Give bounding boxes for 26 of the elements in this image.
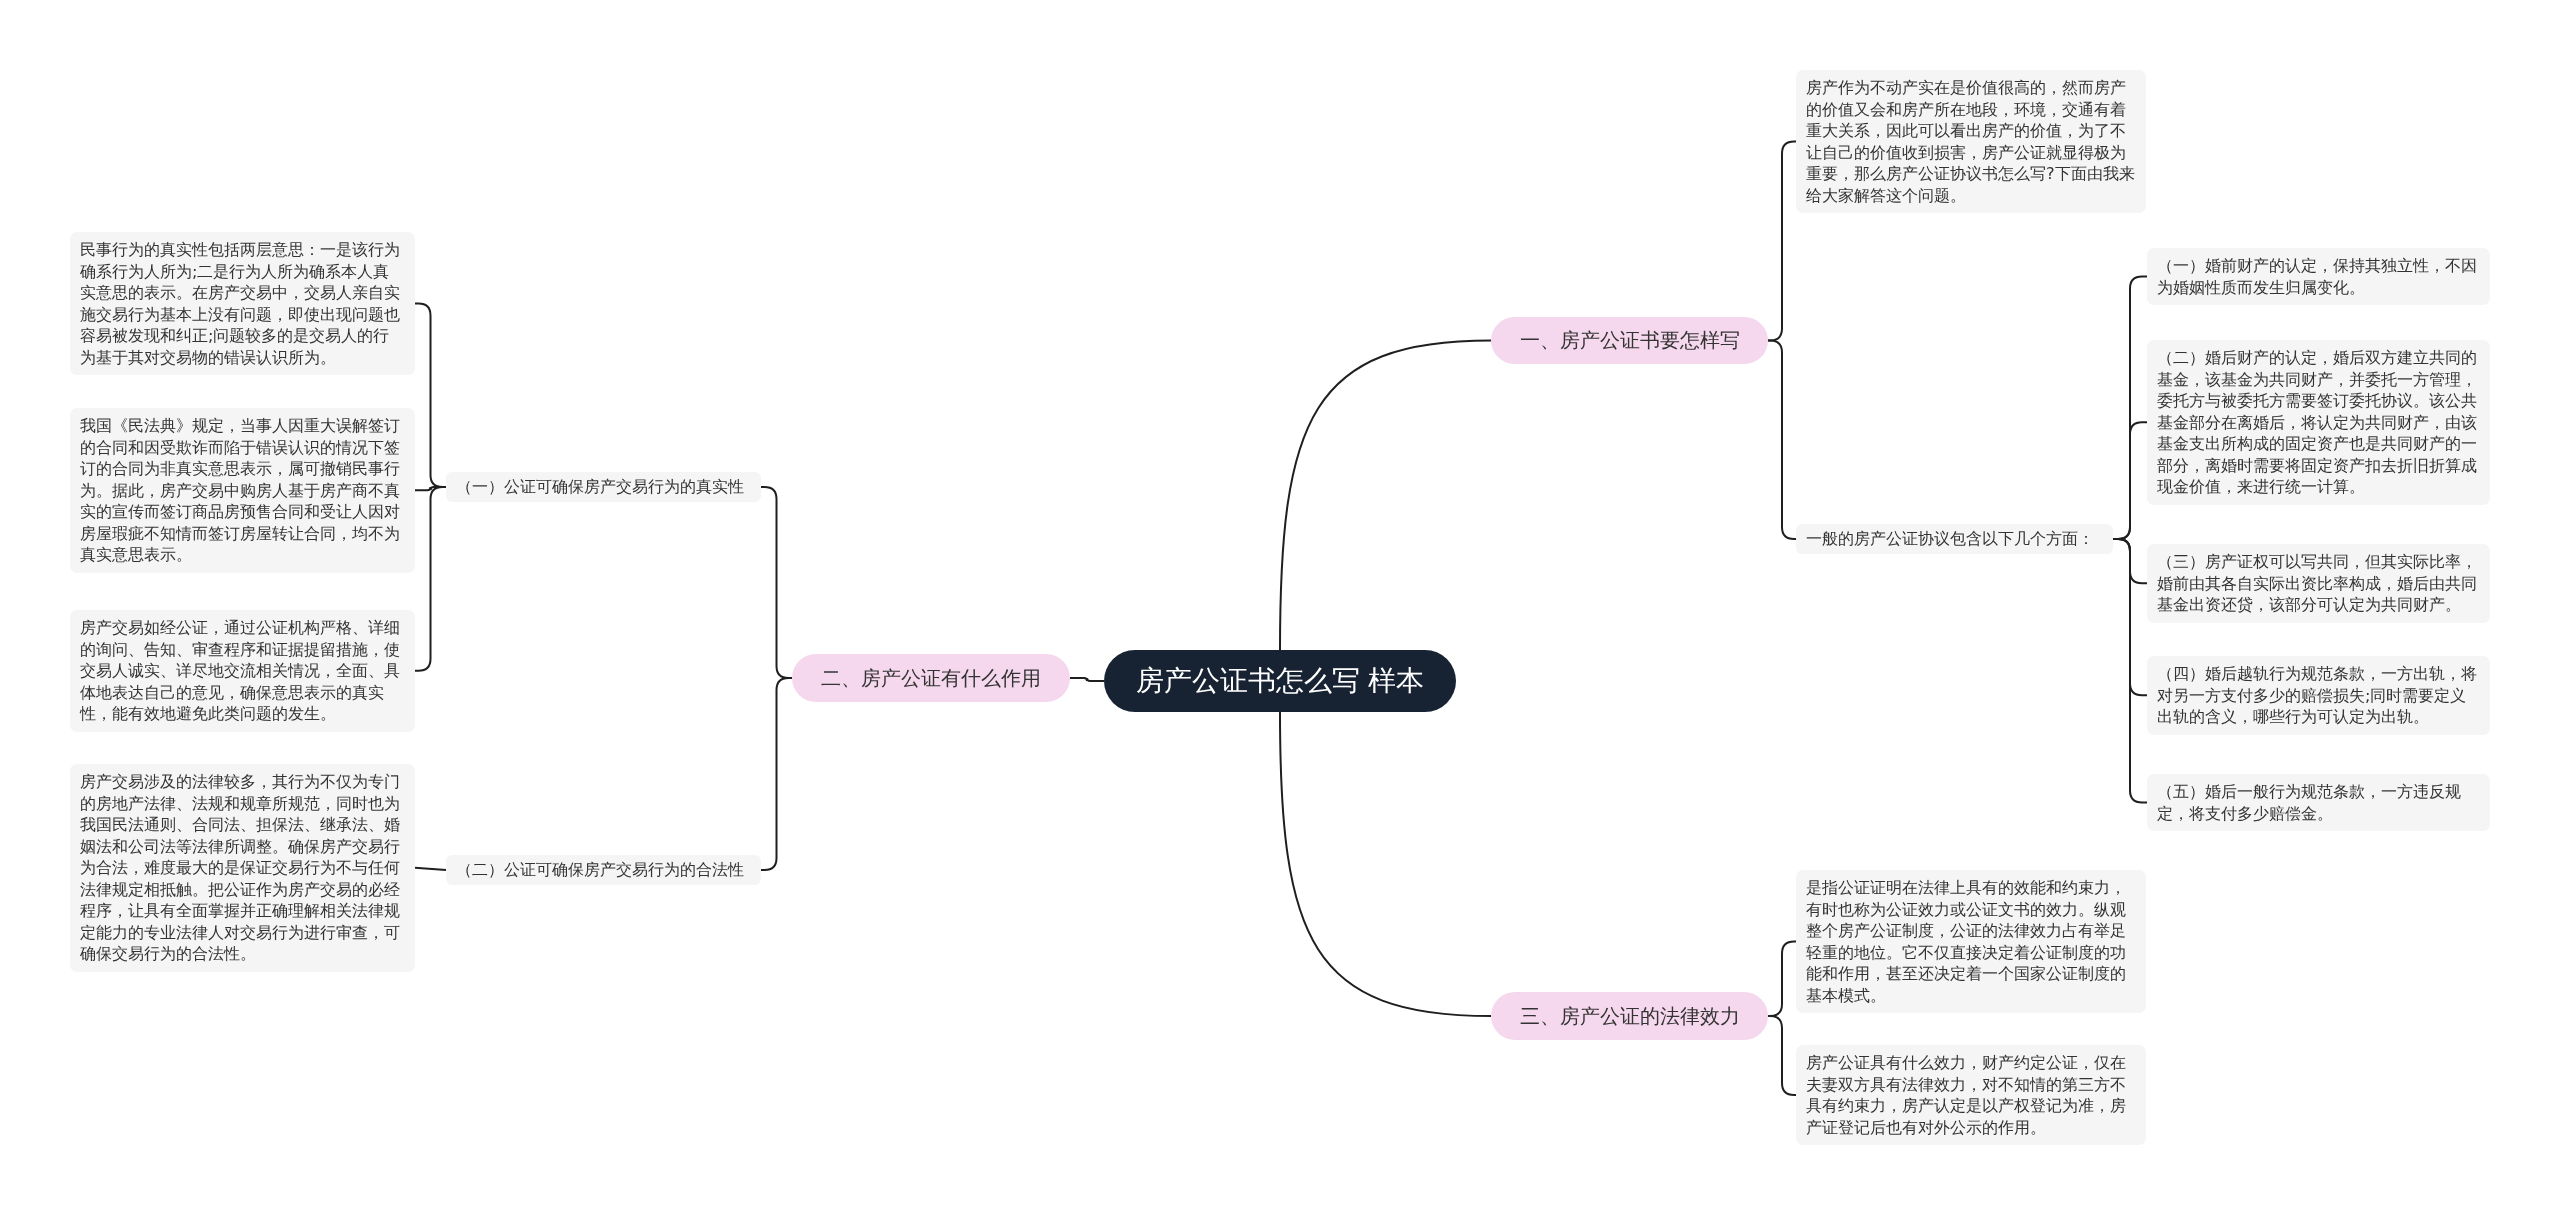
text-card: 我国《民法典》规定，当事人因重大误解签订的合同和因受欺诈而陷于错误认识的情况下签订的合同为非真实意思表示，属可撤销民事行为。据此，房产交易中购房人基于房产商不真实的宣传而签订商品房预售合同和受让人因对房屋瑕疵不知情而签订房屋转让合同，均不为真实意思表示。	[70, 408, 415, 573]
text-card: 房产公证具有什么效力，财产约定公证，仅在夫妻双方具有法律效力，对不知情的第三方不具有约束力，房产认定是以产权登记为准，房产证登记后也有对外公示的作用。	[1796, 1045, 2146, 1145]
branch-topic: 三、房产公证的法律效力	[1491, 992, 1768, 1040]
subtopic-label: 一般的房产公证协议包含以下几个方面：	[1796, 524, 2113, 554]
text-card: （四）婚后越轨行为规范条款，一方出轨，将对另一方支付多少的赔偿损失;同时需要定义出轨的含义，哪些行为可认定为出轨。	[2147, 656, 2490, 735]
text-card: 房产作为不动产实在是价值很高的，然而房产的价值又会和房产所在地段，环境，交通有着重大关系，因此可以看出房产的价值，为了不让自己的价值收到损害，房产公证就显得极为重要，那么房产公证协议书怎么写?下面由我来给大家解答这个问题。	[1796, 70, 2146, 213]
text-card: 是指公证证明在法律上具有的效能和约束力，有时也称为公证效力或公证文书的效力。纵观整个房产公证制度，公证的法律效力占有举足轻重的地位。它不仅直接决定着公证制度的功能和作用，甚至还决定着一个国家公证制度的基本模式。	[1796, 870, 2146, 1013]
text-card: 房产交易涉及的法律较多，其行为不仅为专门的房地产法律、法规和规章所规范，同时也为我国民法通则、合同法、担保法、继承法、婚姻法和公司法等法律所调整。确保房产交易行为合法，难度最大的是保证交易行为不与任何法律规定相抵触。把公证作为房产交易的必经程序，让具有全面掌握并正确理解相关法律规定能力的专业法律人对交易行为进行审查，可确保交易行为的合法性。	[70, 764, 415, 972]
connector-line	[414, 866, 447, 871]
connector-line	[1279, 711, 1492, 1017]
connector-line	[1767, 339, 1797, 540]
text-card: （三）房产证权可以写共同，但其实际比率，婚前由其各自实际出资比率构成，婚后由共同基金出资还贷，该部分可认定为共同财产。	[2147, 544, 2490, 623]
text-card: （二）婚后财产的认定，婚后双方建立共同的基金，该基金为共同财产，并委托一方管理，委托方与被委托方需要签订委托协议。该公共基金部分在离婚后，将认定为共同财产，由该基金支出所构成的固定资产也是共同财产的一部分，离婚时需要将固定资产扣去折旧折算成现金价值，来进行统一计算。	[2147, 340, 2490, 505]
branch-topic: 二、房产公证有什么作用	[792, 654, 1070, 702]
connector-line	[1069, 677, 1105, 682]
connector-line	[1279, 339, 1492, 651]
text-card: （一）婚前财产的认定，保持其独立性，不因为婚姻性质而发生归属变化。	[2147, 248, 2490, 305]
root-topic: 房产公证书怎么写 样本	[1104, 650, 1456, 712]
text-card: 房产交易如经公证，通过公证机构严格、详细的询问、告知、审查程序和证据提留措施，使交易人诚实、详尽地交流相关情况，全面、具体地表达自己的意见，确保意思表示的真实性，能有效地避免此类问题的发生。	[70, 610, 415, 732]
branch-topic: 一、房产公证书要怎样写	[1491, 317, 1768, 364]
connector-line	[1767, 140, 1797, 342]
text-card: 民事行为的真实性包括两层意思：一是该行为确系行为人所为;二是行为人所为确系本人真实意思的表示。在房产交易中，交易人亲自实施交易行为基本上没有问题，即使出现问题也容易被发现和纠正;问题较多的是交易人的行为基于其对交易物的错误认识所为。	[70, 232, 415, 375]
subtopic-label: （一）公证可确保房产交易行为的真实性	[446, 472, 761, 502]
subtopic-label: （二）公证可确保房产交易行为的合法性	[446, 855, 761, 885]
text-card: （五）婚后一般行为规范条款，一方违反规定，将支付多少赔偿金。	[2147, 774, 2490, 831]
connector-line	[1767, 1015, 1797, 1096]
